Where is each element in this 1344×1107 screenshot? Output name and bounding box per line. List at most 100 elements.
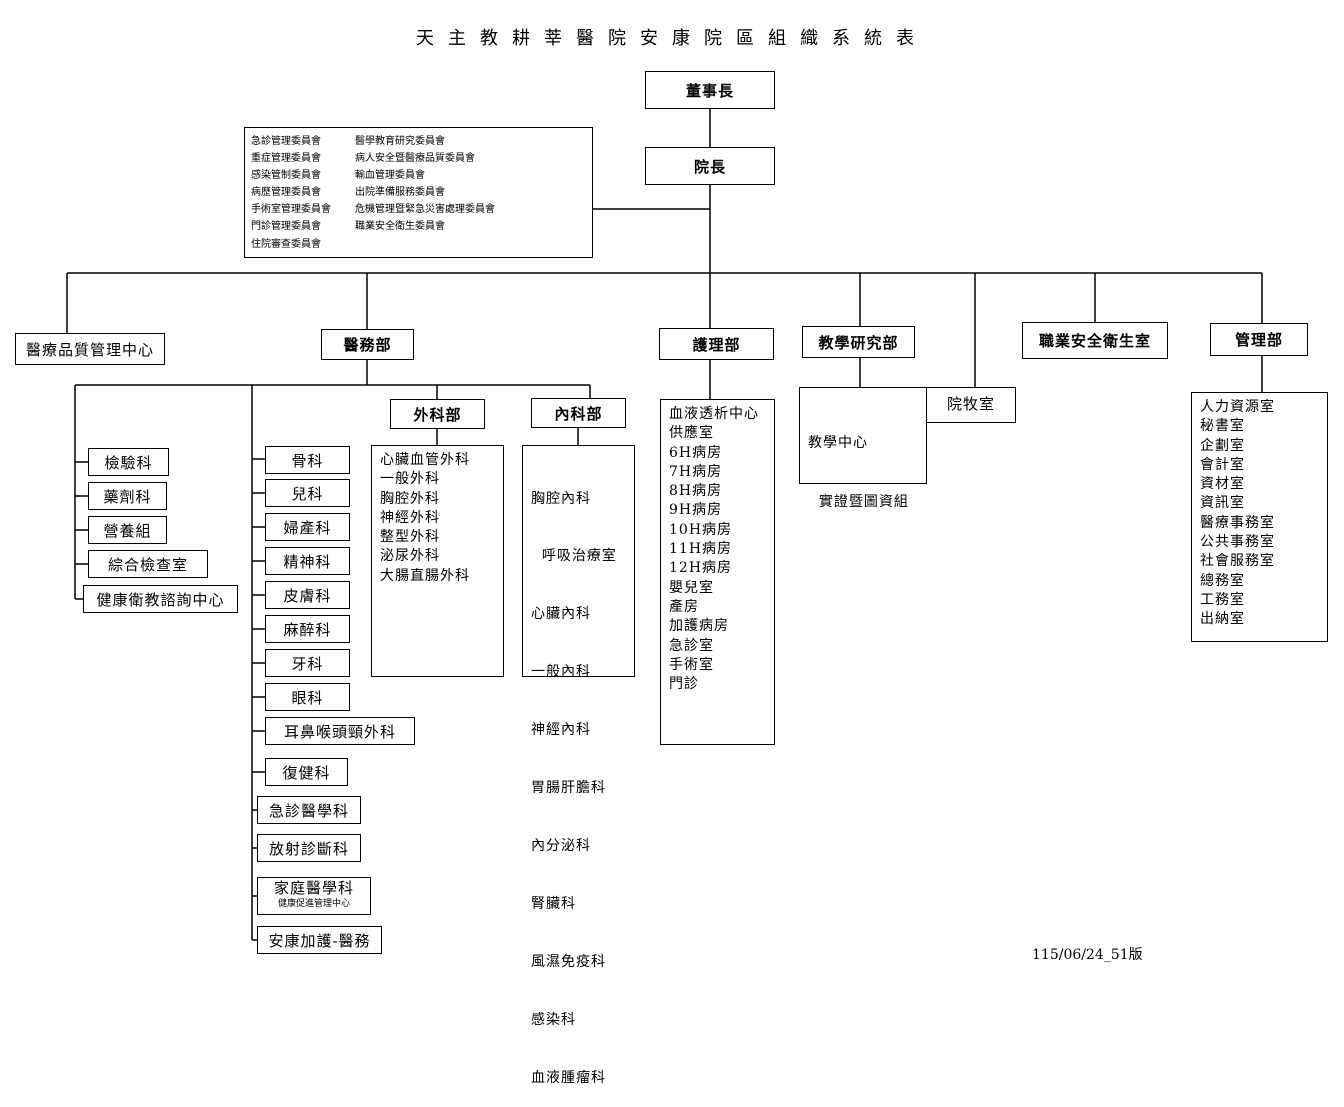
- surgery-list: 心臟血管外科 一般外科 胸腔外科 神經外科 整型外科 泌尿外科 大腸直腸外科: [371, 445, 504, 677]
- quality-center-box: 醫療品質管理中心: [15, 333, 165, 365]
- medical-dept-box: 醫務部: [321, 329, 414, 360]
- list-item: 胃腸肝膽科: [531, 780, 606, 797]
- dept-box: 牙科: [265, 649, 350, 677]
- list-item: 醫療事務室: [1200, 514, 1275, 531]
- medical-unit: 檢驗科: [88, 448, 169, 476]
- page-title: 天主教耕莘醫院安康院區組織系統表: [416, 28, 928, 49]
- list-item: 急診室: [669, 637, 714, 654]
- list-item: 感染科: [531, 1011, 576, 1028]
- list-item: 供應室: [669, 425, 714, 442]
- dept-box: 兒科: [265, 479, 350, 507]
- medical-unit: 綜合檢查室: [88, 550, 208, 578]
- committee: 醫學教育研究委員會: [355, 136, 445, 147]
- list-item: 腎臟科: [531, 895, 576, 912]
- list-item: 泌尿外科: [380, 548, 440, 565]
- list-item: 實證暨圖資組: [808, 494, 909, 511]
- occupational-safety-box: 職業安全衛生室: [1022, 322, 1168, 359]
- list-item: 9H病房: [669, 502, 723, 519]
- dept-box: 復健科: [265, 758, 348, 786]
- dept-label: 家庭醫學科: [273, 879, 354, 897]
- list-item: 加護病房: [669, 618, 729, 635]
- committee: 病歷管理委員會: [251, 187, 321, 199]
- list-item: 工務室: [1200, 591, 1245, 608]
- committee: 出院準備服務委員會: [355, 187, 445, 199]
- committee: 感染管制委員會: [251, 170, 321, 182]
- dept-box: 皮膚科: [265, 581, 350, 609]
- list-item: 資材室: [1200, 476, 1245, 493]
- list-item: 血液透析中心: [669, 406, 759, 422]
- list-item: 10H病房: [669, 521, 733, 538]
- family-medicine-box: 家庭醫學科 健康促進管理中心: [257, 877, 371, 915]
- dept-box: 婦產科: [265, 513, 350, 541]
- version-label: 115/06/24_51版: [1032, 947, 1143, 963]
- chairman-box: 董事長: [645, 71, 775, 109]
- list-item: 風濕免疫科: [531, 953, 606, 970]
- management-list: 人力資源室 秘書室 企劃室 會計室 資材室 資訊室 醫療事務室 公共事務室 社會…: [1191, 392, 1328, 642]
- list-item: 胸腔內科: [531, 490, 591, 507]
- list-item: 一般外科: [380, 471, 440, 488]
- list-item: 公共事務室: [1200, 534, 1275, 551]
- committee: 急診管理委員會: [251, 136, 321, 147]
- list-item: 大腸直腸外科: [380, 567, 470, 584]
- list-item: 人力資源室: [1200, 399, 1275, 415]
- internal-list: 胸腔內科 呼吸治療室 心臟內科 一般內科 神經內科 胃腸肝膽科 內分泌科 腎臟科…: [522, 445, 635, 1086]
- management-dept-box: 管理部: [1210, 323, 1308, 356]
- list-item: 會計室: [1200, 456, 1245, 473]
- committee: 危機管理暨緊急災害處理委員會: [355, 204, 495, 216]
- committees-box: 急診管理委員會 醫學教育研究委員會 重症管理委員會 病人安全暨醫療品質委員會 感染管…: [244, 127, 593, 258]
- internal-dept-box: 內科部: [531, 398, 626, 428]
- list-item: 企劃室: [1200, 437, 1245, 454]
- dept-box: 精神科: [265, 547, 350, 575]
- list-item: 心臟內科: [531, 606, 591, 623]
- list-item: 一般內科: [531, 664, 591, 681]
- list-item: 嬰兒室: [669, 579, 714, 596]
- list-item: 教學中心: [808, 435, 868, 451]
- committee: 住院審查委員會: [251, 238, 321, 250]
- pastoral-office-box: 院牧室: [926, 387, 1016, 423]
- connector-lines: [66, 108, 1263, 941]
- list-item: 秘書室: [1200, 418, 1245, 435]
- list-item: 社會服務室: [1200, 553, 1275, 570]
- dept-box: 麻醉科: [265, 615, 350, 643]
- dept-box: 安康加護-醫務: [257, 926, 382, 954]
- list-item: 總務室: [1200, 572, 1245, 589]
- nursing-list: 血液透析中心 供應室 6H病房 7H病房 8H病房 9H病房 10H病房 11H…: [660, 399, 775, 745]
- list-item: 6H病房: [669, 444, 723, 461]
- list-item: 胸腔外科: [380, 490, 440, 507]
- dept-box: 眼科: [265, 683, 350, 711]
- committee: 手術室管理委員會: [251, 204, 331, 216]
- list-item: 12H病房: [669, 560, 733, 577]
- teaching-dept-box: 教學研究部: [802, 326, 915, 358]
- list-item: 出納室: [1200, 611, 1245, 628]
- health-promotion-label: 健康促進管理中心: [277, 899, 350, 909]
- committee: 病人安全暨醫療品質委員會: [355, 153, 475, 165]
- committee: 職業安全衛生委員會: [355, 221, 445, 233]
- teaching-list: 教學中心 實證暨圖資組: [799, 387, 927, 510]
- dept-box: 急診醫學科: [257, 796, 361, 824]
- nursing-dept-box: 護理部: [659, 328, 774, 360]
- dept-box: 放射診斷科: [257, 834, 361, 862]
- medical-unit: 健康衛教諮詢中心: [83, 585, 238, 613]
- list-item: 7H病房: [669, 463, 723, 480]
- list-item: 資訊室: [1200, 495, 1245, 512]
- committee: 門診管理委員會: [251, 221, 321, 233]
- list-item: 產房: [669, 598, 699, 615]
- committee: 輸血管理委員會: [355, 170, 425, 182]
- surgery-dept-box: 外科部: [390, 399, 485, 429]
- dept-box: 耳鼻喉頭頸外科: [265, 717, 415, 745]
- list-item: 門診: [669, 676, 699, 693]
- list-item: 內分泌科: [531, 837, 591, 854]
- committee: 重症管理委員會: [251, 153, 321, 165]
- dept-box: 骨科: [265, 446, 350, 474]
- medical-unit: 營養組: [88, 516, 167, 544]
- list-item: 呼吸治療室: [531, 548, 617, 565]
- list-item: 8H病房: [669, 483, 723, 500]
- list-item: 神經外科: [380, 509, 440, 526]
- medical-unit: 藥劑科: [88, 482, 167, 510]
- list-item: 手術室: [669, 656, 714, 673]
- list-item: 神經內科: [531, 722, 591, 739]
- list-item: 血液腫瘤科: [531, 1069, 606, 1086]
- list-item: 11H病房: [669, 541, 733, 558]
- list-item: 心臟血管外科: [380, 452, 470, 468]
- president-box: 院長: [645, 147, 775, 185]
